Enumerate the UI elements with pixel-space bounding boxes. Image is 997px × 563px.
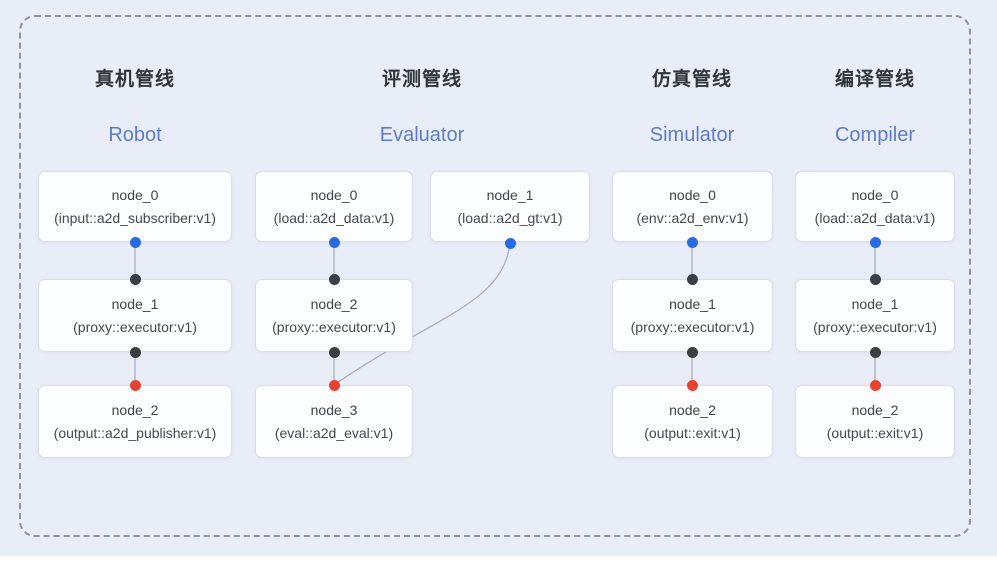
node-impl: (output::a2d_publisher:v1)	[53, 424, 217, 441]
node-name: node_0	[111, 187, 159, 204]
dashed-frame	[19, 15, 971, 537]
node-impl: (env::a2d_env:v1)	[636, 209, 749, 226]
port-dot-black	[328, 273, 340, 285]
node-name: node_0	[669, 187, 716, 204]
port-dot-black	[129, 346, 141, 358]
node-card-evaluator-3: node_3 (eval::a2d_eval:v1)	[255, 385, 413, 458]
node-impl: (load::a2d_gt:v1)	[457, 209, 563, 226]
node-card-evaluator-1: node_1 (load::a2d_gt:v1)	[430, 171, 590, 242]
node-impl: (eval::a2d_eval:v1)	[274, 424, 394, 441]
node-card-evaluator-2: node_2 (proxy::executor:v1)	[255, 279, 413, 352]
port-dot-black	[686, 273, 698, 285]
node-name: node_1	[111, 296, 159, 313]
node-card-robot-2: node_2 (output::a2d_publisher:v1)	[38, 385, 232, 458]
port-dot-red	[328, 379, 340, 391]
pipeline-title-zh-evaluator: 评测管线	[381, 69, 462, 90]
node-card-simulator-0: node_0 (env::a2d_env:v1)	[612, 171, 773, 242]
port-dot-blue	[869, 236, 881, 248]
node-name: node_1	[669, 296, 716, 313]
node-name: node_2	[111, 402, 159, 419]
port-dot-black	[129, 273, 141, 285]
port-dot-red	[686, 379, 698, 391]
pipeline-title-en-simulator: Simulator	[649, 124, 735, 146]
pipeline-title-en-compiler: Compiler	[834, 124, 916, 146]
port-dot-blue	[504, 237, 516, 249]
port-dot-black	[328, 346, 340, 358]
node-card-robot-1: node_1 (proxy::executor:v1)	[38, 279, 232, 352]
node-impl: (input::a2d_subscriber:v1)	[54, 209, 216, 226]
node-impl: (load::a2d_data:v1)	[814, 209, 936, 226]
pipeline-title-en-evaluator: Evaluator	[379, 124, 465, 146]
node-card-robot-0: node_0 (input::a2d_subscriber:v1)	[38, 171, 232, 242]
port-dot-blue	[328, 236, 340, 248]
node-name: node_1	[486, 187, 534, 204]
pipeline-title-zh-robot: 真机管线	[94, 69, 175, 90]
node-impl: (proxy::executor:v1)	[272, 318, 396, 335]
port-dot-blue	[129, 236, 141, 248]
node-card-compiler-0: node_0 (load::a2d_data:v1)	[795, 171, 955, 242]
node-name: node_2	[851, 402, 899, 419]
port-dot-black	[686, 346, 698, 358]
pipeline-title-zh-simulator: 仿真管线	[651, 69, 732, 90]
node-card-simulator-1: node_1 (proxy::executor:v1)	[612, 279, 773, 352]
node-name: node_1	[851, 296, 899, 313]
node-impl: (load::a2d_data:v1)	[273, 209, 395, 226]
port-dot-black	[869, 346, 881, 358]
node-impl: (proxy::executor:v1)	[813, 318, 937, 335]
node-card-compiler-1: node_1 (proxy::executor:v1)	[795, 279, 955, 352]
pipeline-title-en-robot: Robot	[108, 124, 162, 146]
node-impl: (output::exit:v1)	[826, 424, 924, 441]
node-impl: (output::exit:v1)	[644, 424, 741, 441]
port-dot-red	[129, 379, 141, 391]
port-dot-red	[869, 379, 881, 391]
node-card-evaluator-0: node_0 (load::a2d_data:v1)	[255, 171, 413, 242]
edge-eval-n1-n3	[333, 242, 511, 386]
bottom-edge-strip	[0, 556, 997, 563]
port-dot-blue	[686, 236, 698, 248]
node-name: node_0	[851, 187, 899, 204]
node-impl: (proxy::executor:v1)	[73, 318, 197, 335]
node-name: node_3	[310, 402, 358, 419]
node-card-simulator-2: node_2 (output::exit:v1)	[612, 385, 773, 458]
node-name: node_2	[669, 402, 716, 419]
node-name: node_0	[310, 187, 358, 204]
node-impl: (proxy::executor:v1)	[630, 318, 755, 335]
node-name: node_2	[310, 296, 358, 313]
pipeline-title-zh-compiler: 编译管线	[834, 69, 915, 90]
node-card-compiler-2: node_2 (output::exit:v1)	[795, 385, 955, 458]
port-dot-black	[869, 273, 881, 285]
